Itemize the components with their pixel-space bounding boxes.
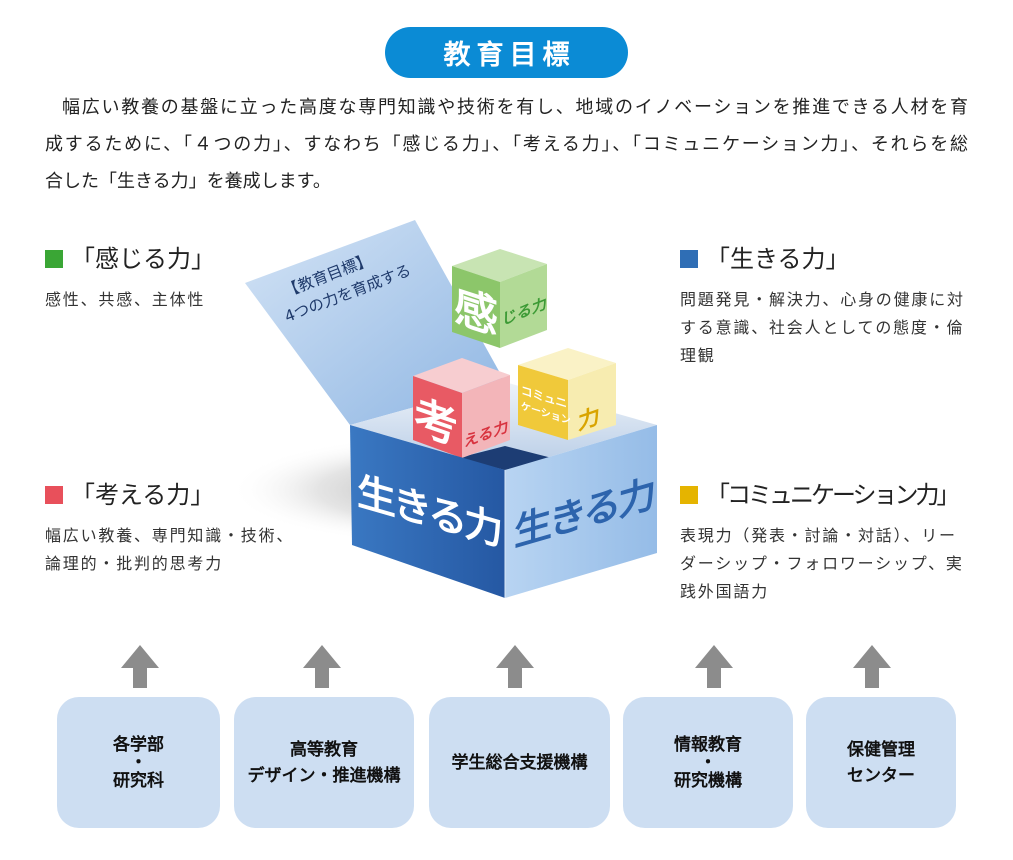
- description-line: 幅広い教養、専門知識・技術、: [45, 526, 295, 545]
- org-line: ・: [130, 752, 147, 773]
- org-line: 研究機構: [674, 770, 742, 791]
- up-arrow-icon: [496, 645, 534, 688]
- education-goal-box-illustration: 【教育目標】 4つの力を育成する コミュニ ケーション 力 考 える力 生きる力…: [230, 220, 670, 598]
- green-square-icon: [45, 250, 63, 268]
- ability-heading: 「生きる力」: [706, 245, 850, 273]
- blue-square-icon: [680, 250, 698, 268]
- cube-kangaeru: 考 える力: [413, 358, 510, 458]
- title-pill: 教育目標: [385, 27, 628, 78]
- ability-description: 幅広い教養、専門知識・技術、 論理的・批判的思考力: [45, 522, 294, 578]
- org-line: 学生総合支援機構: [451, 752, 588, 773]
- ability-kangaeru: 「考える力」 幅広い教養、専門知識・技術、 論理的・批判的思考力: [45, 478, 294, 578]
- org-box-information-education: 情報教育 ・ 研究機構: [623, 697, 793, 828]
- org-line: デザイン・推進機構: [247, 765, 401, 786]
- cube-kanjiru: 感 じる力: [452, 249, 547, 348]
- description-line: 理観: [680, 346, 716, 365]
- ability-communication: 「コミュニケーション力」 表現力（発表・討論・対話）、リー ダーシップ・フォロワ…: [680, 478, 964, 606]
- org-line: 研究科: [113, 770, 164, 791]
- cube-communication: コミュニ ケーション 力: [518, 348, 616, 440]
- box-front-left-face: [350, 425, 505, 598]
- yellow-square-icon: [680, 486, 698, 504]
- org-line: 高等教育: [290, 739, 358, 760]
- description-line: する意識、社会人としての態度・倫: [680, 318, 965, 337]
- org-box-faculties: 各学部 ・ 研究科: [57, 697, 220, 828]
- ability-ikiru: 「生きる力」 問題発見・解決力、心身の健康に対 する意識、社会人としての態度・倫…: [680, 242, 965, 370]
- up-arrow-icon: [121, 645, 159, 688]
- ability-description: 感性、共感、主体性: [45, 286, 215, 314]
- up-arrow-icon: [303, 645, 341, 688]
- ability-description: 問題発見・解決力、心身の健康に対 する意識、社会人としての態度・倫 理観: [680, 286, 965, 370]
- page-title: 教育目標: [443, 40, 576, 71]
- org-box-student-support: 学生総合支援機構: [429, 697, 610, 828]
- description-line: 表現力（発表・討論・対話）、リー: [680, 526, 957, 545]
- intro-paragraph: 幅広い教養の基盤に立った高度な専門知識や技術を有し、地域のイノベーションを推進で…: [45, 89, 968, 200]
- red-square-icon: [45, 486, 63, 504]
- description-line: 践外国語力: [680, 582, 770, 601]
- org-line: ・: [699, 752, 717, 773]
- description-line: 論理的・批判的思考力: [45, 554, 224, 573]
- ability-heading: 「コミュニケーション力」: [706, 481, 961, 509]
- org-line: 情報教育: [674, 734, 742, 755]
- ability-description: 表現力（発表・討論・対話）、リー ダーシップ・フォロワーシップ、実 践外国語力: [680, 522, 964, 606]
- up-arrow-icon: [695, 645, 733, 688]
- intro-line: 合した「生きる力」を養成します。: [45, 171, 331, 192]
- description-line: ダーシップ・フォロワーシップ、実: [680, 554, 964, 573]
- org-line: センター: [847, 765, 915, 786]
- org-line: 各学部: [113, 734, 164, 755]
- ability-heading: 「感じる力」: [71, 245, 215, 273]
- ability-heading: 「考える力」: [71, 481, 215, 509]
- intro-line: 成するために、「４つの力」、すなわち「感じる力」、「考える力」、「コミュニケーシ…: [45, 134, 968, 155]
- org-line: 保健管理: [847, 739, 915, 760]
- cube-text: 力: [578, 403, 600, 436]
- org-box-higher-education-design: 高等教育 デザイン・推進機構: [234, 697, 414, 828]
- ability-kanjiru: 「感じる力」 感性、共感、主体性: [45, 242, 215, 314]
- box-front-right-face: [505, 425, 657, 598]
- description-line: 感性、共感、主体性: [45, 290, 206, 309]
- org-box-health-center: 保健管理 センター: [806, 697, 956, 828]
- intro-line: 幅広い教養の基盤に立った高度な専門知識や技術を有し、地域のイノベーションを推進で…: [62, 97, 968, 118]
- up-arrow-icon: [853, 645, 891, 688]
- description-line: 問題発見・解決力、心身の健康に対: [680, 290, 965, 309]
